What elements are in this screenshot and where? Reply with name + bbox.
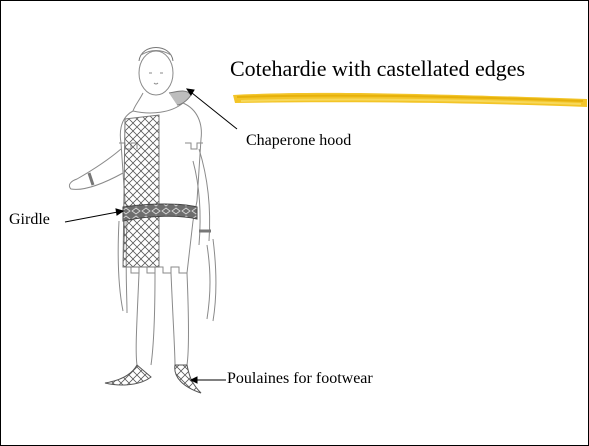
label-poulaines: Poulaines for footwear [227,370,373,388]
label-chaperone-hood: Chaperone hood [246,132,351,150]
label-girdle: Girdle [9,211,50,229]
girdle-arrow [65,211,123,222]
chaperone-arrow [187,89,237,129]
